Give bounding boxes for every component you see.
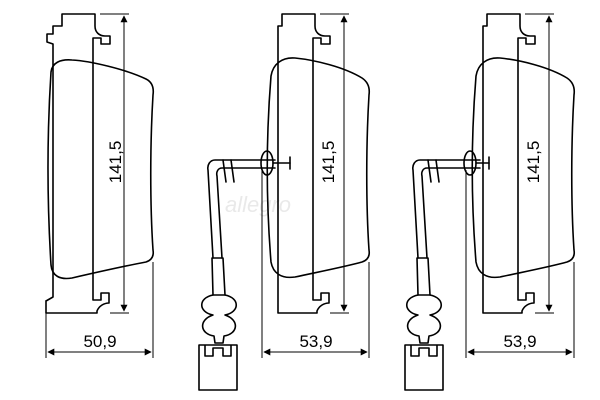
height-dimension-label-2: 141,5 bbox=[319, 141, 338, 184]
height-dimension-label-3: 141,5 bbox=[524, 141, 543, 184]
width-dimension-label-3: 53,9 bbox=[503, 332, 536, 351]
friction-material-3 bbox=[471, 57, 576, 279]
friction-material-1 bbox=[47, 59, 155, 280]
wear-sensor-2 bbox=[198, 150, 291, 391]
width-dimension-label-2: 53,9 bbox=[299, 332, 332, 351]
watermark-text: allegro bbox=[225, 192, 291, 217]
height-dimension-label-1: 141,5 bbox=[106, 141, 125, 184]
backing-plate-3 bbox=[482, 13, 536, 314]
backing-plate-2 bbox=[277, 13, 331, 314]
connector-plug-3 bbox=[404, 344, 444, 391]
width-dimension-label-1: 50,9 bbox=[83, 332, 116, 351]
friction-material-2 bbox=[266, 57, 371, 279]
brake-pad-2: 141,5 53,9 bbox=[198, 13, 371, 391]
brake-pad-1: 141,5 50,9 bbox=[45, 13, 155, 358]
connector-plug-2 bbox=[198, 344, 238, 391]
backing-plate-1 bbox=[45, 13, 111, 314]
brake-pad-3: 141,5 53,9 bbox=[404, 13, 576, 391]
wear-sensor-3 bbox=[404, 150, 490, 391]
